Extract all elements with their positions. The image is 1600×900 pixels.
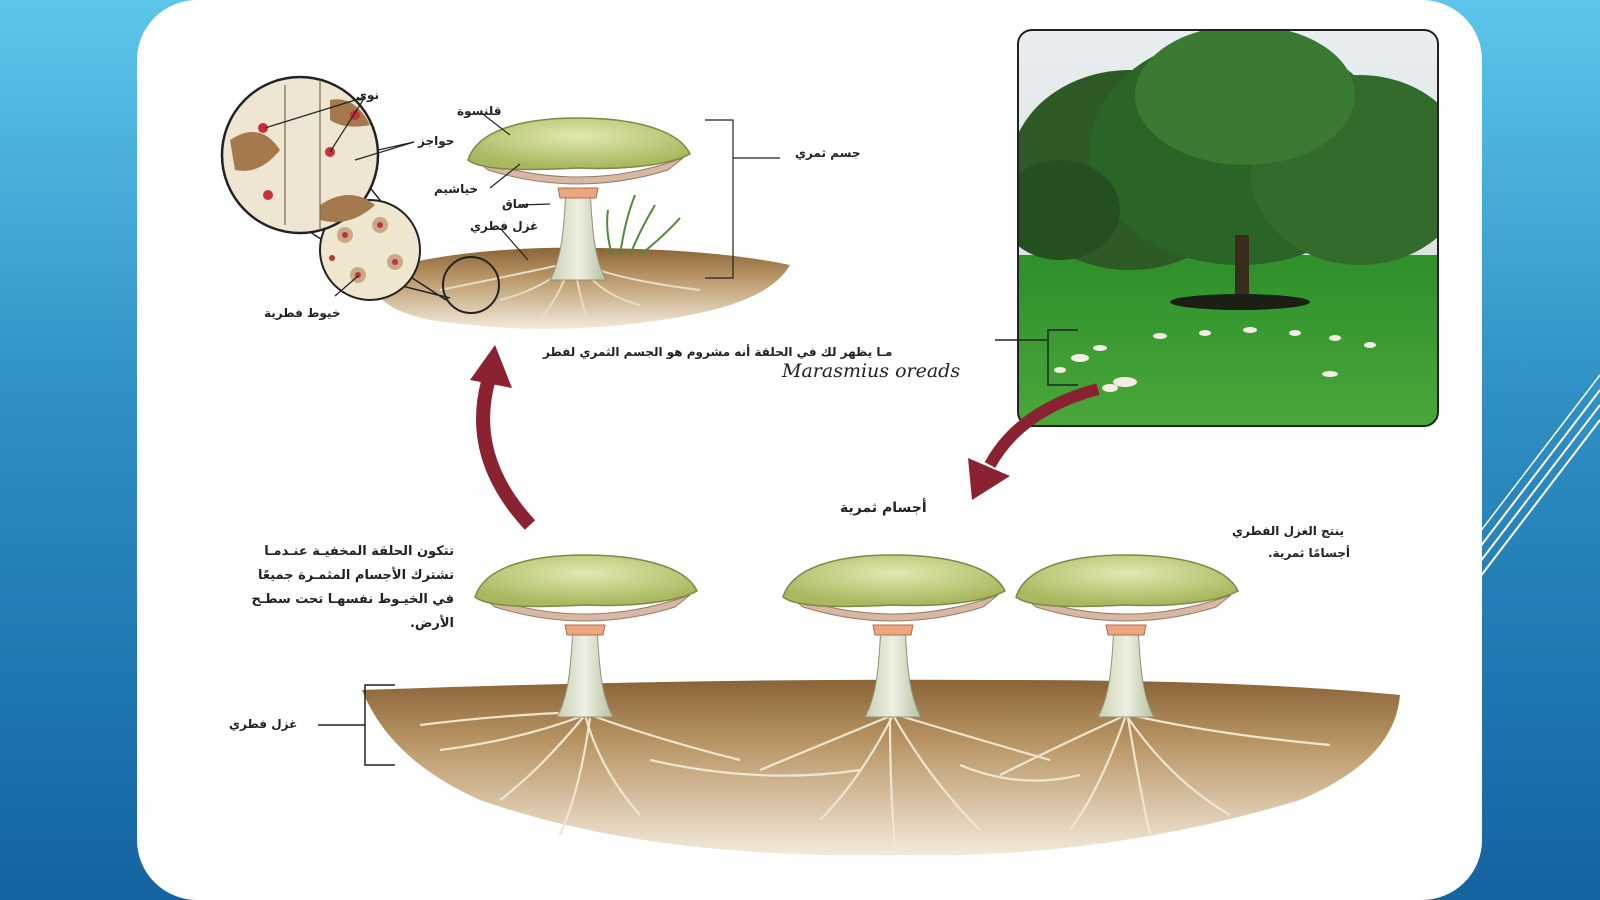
label-fruiting-bodies: أجسام ثمرية (840, 500, 927, 516)
label-nuclei: نوى (356, 88, 380, 102)
ring-forms-line-3: في الخيـوط نفسهـا تحت سطـح (251, 592, 454, 607)
produces-line-2: أجسامًا ثمرية. (1268, 546, 1350, 560)
label-mycelium-top: غزل فطري (470, 219, 539, 233)
label-stalk: ساق (502, 197, 530, 211)
ring-forms-line-2: تشترك الأجسام المثمـرة جميعًا (257, 568, 454, 583)
ring-caption-latin: Marasmius oreads (782, 360, 961, 382)
arrow-down-head (968, 458, 1010, 500)
label-mycelium-bottom: غزل فطري (229, 717, 298, 731)
fruiting-body-illustration (375, 117, 790, 329)
tree-photo (1017, 29, 1439, 427)
label-septa: حواجز (418, 134, 455, 148)
ring-forms-paragraph: تتكون الحلقة المخفيـة عنـدمـا تشترك الأج… (196, 540, 454, 636)
curved-arrow-down-icon (984, 383, 1100, 468)
mycelium-network (362, 679, 1400, 856)
ring-caption-arabic: مـا يظهر لك في الحلقة أنه مشروم هو الجسم… (543, 345, 893, 359)
decorative-lines (1470, 374, 1600, 591)
label-fruiting-body: جسم ثمري (795, 146, 861, 160)
ring-forms-line-1: تتكون الحلقة المخفيـة عنـدمـا (264, 544, 454, 559)
arrow-up-head (470, 345, 512, 388)
label-hyphae: خيوط فطرية (264, 306, 341, 320)
label-gills: خياشيم (434, 182, 479, 196)
hyphae-zoom (220, 75, 500, 314)
curved-arrow-up-icon (476, 372, 536, 530)
label-cap: قلنسوة (457, 104, 502, 118)
ring-forms-line-4: الأرض. (409, 616, 454, 631)
produces-line-1: ينتج الغزل الفطري (1232, 524, 1344, 538)
